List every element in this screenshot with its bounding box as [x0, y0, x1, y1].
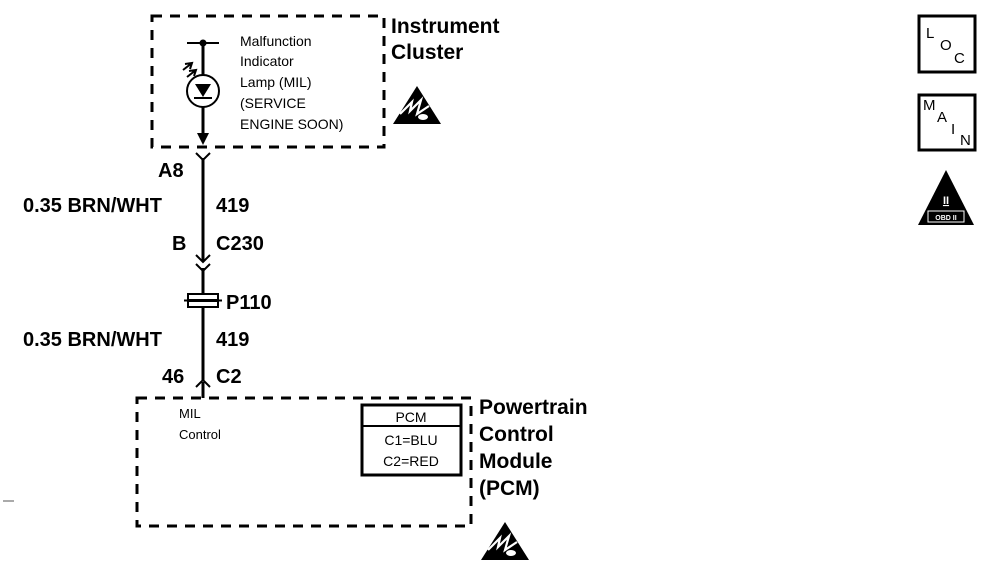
main-icon-letter-i: I [951, 121, 955, 138]
splice-label: P110 [226, 292, 272, 314]
lower-wire-gauge-color: 0.35 BRN/WHT [23, 329, 162, 351]
pcm-internal-label-line1: MIL [179, 406, 201, 421]
instrument-cluster-boundary [150, 14, 386, 149]
splice-icon [184, 293, 222, 308]
loc-icon[interactable]: L O C [917, 14, 977, 74]
main-icon-letter-m: M [923, 97, 936, 114]
pcm-pin-label: 46 [162, 366, 184, 388]
main-icon-letter-a: A [937, 109, 947, 126]
loc-icon-letter-c: C [954, 50, 965, 67]
main-icon[interactable]: M A I N [917, 93, 977, 152]
esd-warning-icon [479, 520, 531, 562]
pcm-connector-key: PCM C1=BLU C2=RED [360, 403, 463, 477]
obd-icon-roman: II [943, 195, 949, 207]
obd-icon-label: OBD II [935, 215, 956, 222]
mil-label-line5: ENGINE SOON) [240, 116, 343, 132]
mil-label-line1: Malfunction [240, 33, 312, 49]
loc-icon-letter-o: O [940, 37, 952, 54]
instrument-cluster-name-line1: Instrument [391, 15, 500, 38]
upper-wire-circuit: 419 [216, 195, 249, 217]
obd-icon[interactable]: II OBD II [918, 170, 974, 225]
esd-warning-icon [391, 84, 443, 126]
pcm-key-title: PCM [395, 409, 426, 425]
cluster-terminal-label: A8 [158, 160, 184, 182]
instrument-cluster: Instrument Cluster Malfunction Indicator… [150, 14, 500, 149]
pcm-internal-label-line2: Control [179, 427, 221, 442]
pcm-connector-label: C2 [216, 366, 242, 388]
pcm-name-line1: Powertrain [479, 396, 588, 419]
pcm-boundary [135, 396, 473, 528]
connector-pin-label: B [172, 233, 186, 255]
loc-icon-letter-l: L [926, 25, 934, 42]
instrument-cluster-name-line2: Cluster [391, 41, 463, 64]
pcm-module: MIL Control PCM C1=BLU C2=RED Powertrain… [135, 396, 588, 562]
mil-label-line4: (SERVICE [240, 95, 306, 111]
pcm-name-line2: Control [479, 423, 554, 446]
main-icon-letter-n: N [960, 132, 971, 149]
lamp-icon [182, 39, 220, 145]
wire-run: A8 0.35 BRN/WHT 419 B C230 P110 0.35 BRN… [23, 152, 272, 398]
upper-wire-gauge-color: 0.35 BRN/WHT [23, 195, 162, 217]
pcm-name-line3: Module [479, 450, 553, 473]
pcm-key-c1: C1=BLU [384, 432, 437, 448]
mil-label-line2: Indicator [240, 53, 294, 69]
pcm-name-line4: (PCM) [479, 477, 540, 500]
lower-wire-circuit: 419 [216, 329, 249, 351]
mil-label-line3: Lamp (MIL) [240, 74, 312, 90]
pcm-key-c2: C2=RED [383, 453, 439, 469]
connector-name-label: C230 [216, 233, 264, 255]
pcm-terminal-icon [195, 378, 211, 388]
